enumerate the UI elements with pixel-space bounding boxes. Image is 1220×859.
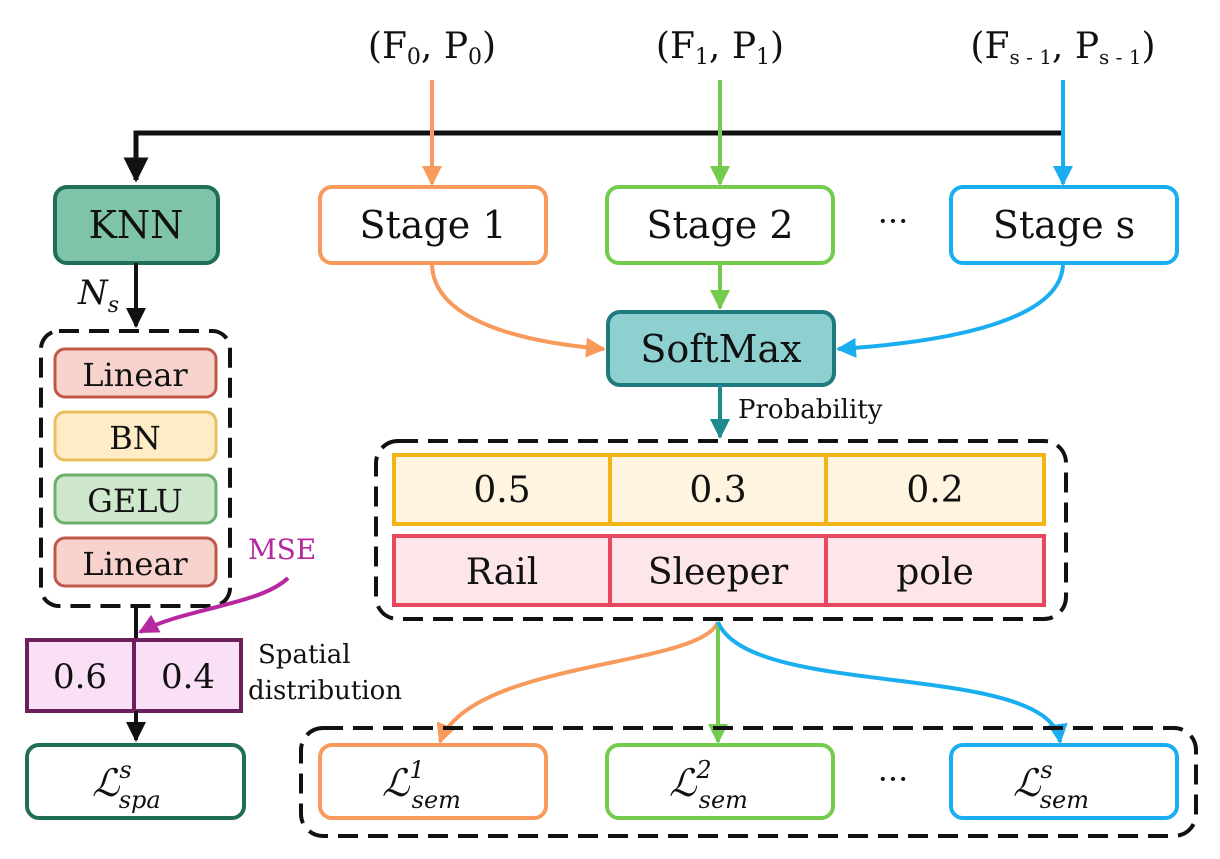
prob-value-2: 0.2 [906,470,963,511]
class-cell-2 [824,534,1046,607]
prob-cell-0 [392,453,612,526]
softmax-label: SoftMax [640,327,801,371]
class-row: Rail Sleeper pole [392,534,1046,607]
sem-loss-1-box [318,743,548,820]
mlp-linear-1-label: Linear [82,356,188,394]
sem-loss-2-box [605,743,835,820]
stage1-to-softmax-arrow [430,262,606,358]
sem-loss-group [299,726,1198,838]
knn-label: KNN [89,203,184,247]
spatial-value-0: 0.6 [53,657,107,697]
mlp-linear-2 [53,536,218,588]
mlp-gelu [53,473,218,525]
prob-row: 0.5 0.3 0.2 [392,453,1046,526]
class-label-1: Sleeper [648,552,789,593]
mlp-linear-2-label: Linear [82,545,188,583]
class-cell-0 [392,534,612,607]
spa-loss-box [25,743,246,820]
stage-ellipsis: ··· [878,202,909,240]
prob-value-0: 0.5 [473,470,530,511]
spatial-cell-0 [25,638,136,713]
mlp-bn-label: BN [109,419,161,457]
mse-arrow [138,576,290,634]
table-to-sem-s-arrow [716,621,1068,744]
class-label-2: pole [896,552,974,593]
stage-s-to-softmax-arrow [836,262,1065,358]
input-label-0: (F0, P0) [368,26,496,70]
stage-2-label: Stage 2 [646,203,793,247]
prob-value-1: 0.3 [689,470,746,511]
mlp-gelu-label: GELU [87,482,182,520]
mse-label: MSE [248,533,316,566]
stage-s-label: Stage s [993,203,1135,247]
spatial-label-line2: distribution [248,676,402,706]
prob-table-group [374,439,1068,621]
mlp-linear-1 [53,347,218,399]
input-label-2: (Fs - 1, Ps - 1) [970,26,1155,69]
knn-output-label: Ns [77,273,119,318]
class-label-0: Rail [466,552,538,593]
sem-loss-s-box [949,743,1179,820]
stage-1-label: Stage 1 [359,203,506,247]
input-label-1: (F1, P1) [656,26,784,70]
probability-label: Probability [738,395,883,425]
knn-input-connector [123,130,1063,183]
table-to-sem1-arrow [436,621,720,744]
mlp-bn [53,410,218,462]
spatial-label-line1: Spatial [258,640,351,670]
spatial-value-1: 0.4 [161,657,215,697]
sem-loss-ellipsis: ··· [878,760,909,798]
prob-cell-2 [824,453,1046,526]
spatial-cell-1 [132,638,243,713]
